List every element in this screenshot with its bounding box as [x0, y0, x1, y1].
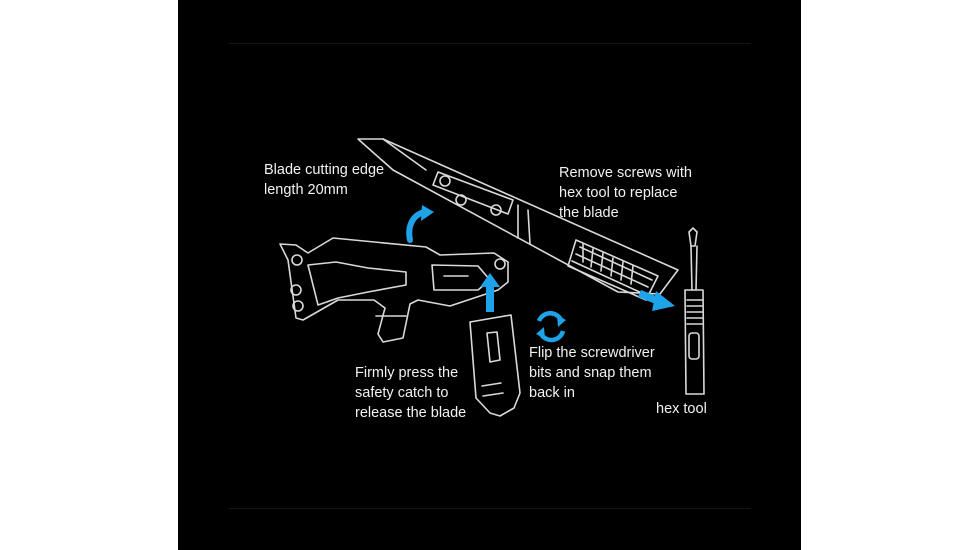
blade-edge-label: Blade cutting edge length 20mm — [264, 162, 385, 198]
rotate-arrows-icon — [536, 311, 566, 343]
bit-holder — [469, 314, 521, 417]
diagram-panel: Blade cutting edge length 20mm Remove sc… — [178, 0, 801, 550]
hex-tool-label: hex tool — [656, 401, 707, 417]
flip-bits-label: Flip the screwdriver bits and snap them … — [529, 345, 655, 401]
hex-screwdriver — [684, 227, 705, 395]
top-divider — [228, 43, 751, 44]
up-arrow-icon — [480, 273, 500, 312]
remove-screws-label: Remove screws with hex tool to replace t… — [559, 165, 692, 221]
handle-body — [279, 237, 509, 343]
safety-catch-label: Firmly press the safety catch to release… — [355, 365, 467, 421]
tool-illustration — [279, 138, 705, 417]
bottom-divider — [228, 508, 751, 509]
curved-arrow-icon — [406, 205, 434, 243]
right-arrow-icon — [638, 290, 675, 311]
